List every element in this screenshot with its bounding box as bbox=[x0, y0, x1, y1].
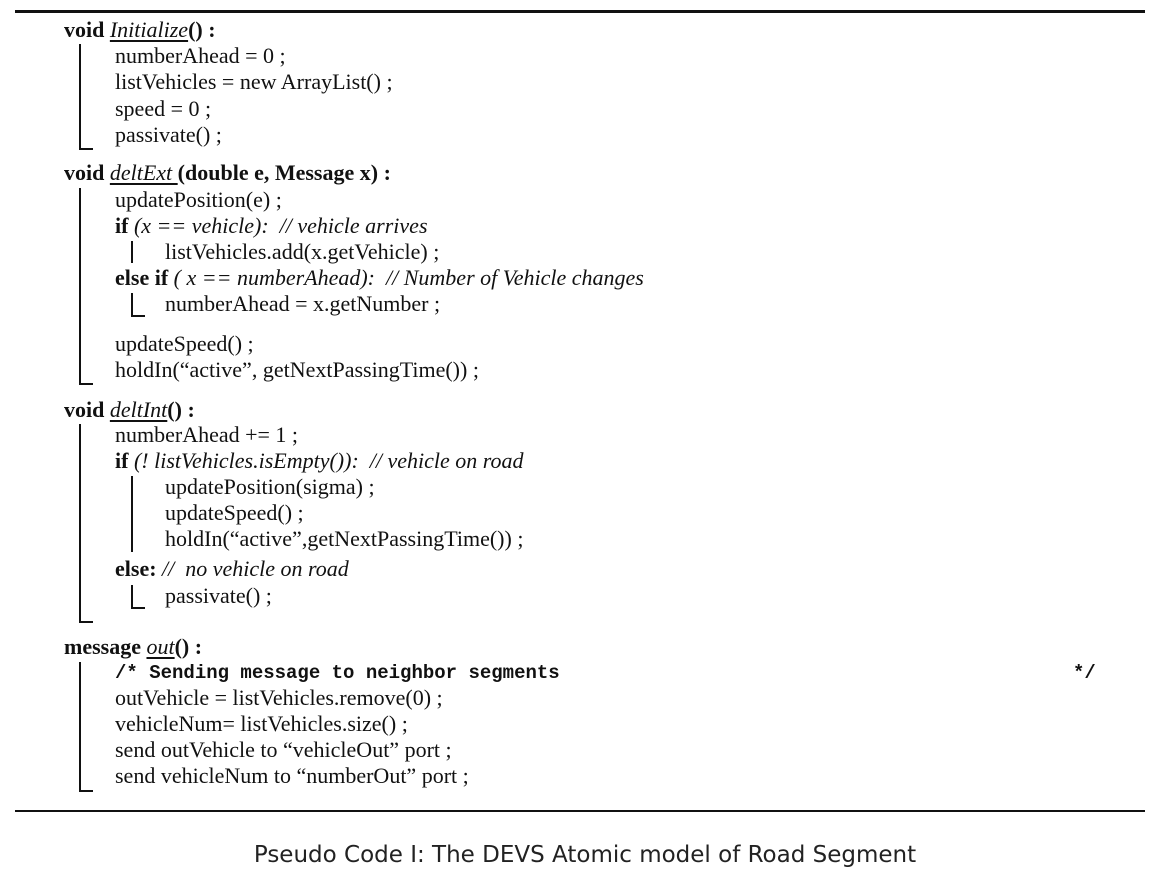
out-signature: message out() : bbox=[64, 634, 202, 660]
deltext-elseif-line: else if ( x == numberAhead): // Number o… bbox=[115, 265, 644, 291]
initialize-line: speed = 0 ; bbox=[115, 96, 212, 121]
deltint-if-body: holdIn(“active”,getNextPassingTime()) ; bbox=[165, 526, 524, 551]
deltint-if-body: updateSpeed() ; bbox=[165, 500, 304, 525]
initialize-bracket bbox=[79, 44, 81, 150]
elseif-comment: // Number of Vehicle changes bbox=[375, 265, 644, 290]
deltint-return-type: void bbox=[64, 397, 110, 422]
out-comment-start: /* Sending message to neighbor segments bbox=[115, 662, 560, 684]
initialize-line: numberAhead = 0 ; bbox=[115, 43, 286, 68]
initialize-params: () : bbox=[188, 17, 216, 42]
deltext-if-line: if (x == vehicle): // vehicle arrives bbox=[115, 213, 428, 239]
deltint-name: deltInt bbox=[109, 397, 168, 422]
deltext-return-type: void bbox=[64, 160, 110, 185]
deltint-signature: void deltInt() : bbox=[64, 397, 195, 423]
out-return-type: message bbox=[64, 634, 147, 659]
deltext-elseif-bracket bbox=[131, 293, 133, 317]
initialize-bracket-foot bbox=[79, 148, 93, 150]
top-rule bbox=[15, 10, 1145, 13]
deltext-bracket-foot bbox=[79, 383, 93, 385]
deltext-line: updatePosition(e) ; bbox=[115, 187, 282, 212]
deltint-else-bracket-foot bbox=[131, 607, 145, 609]
out-bracket bbox=[79, 662, 81, 792]
out-line: vehicleNum= listVehicles.size() ; bbox=[115, 711, 408, 736]
deltext-if-bracket bbox=[131, 241, 133, 263]
out-line: outVehicle = listVehicles.remove(0) ; bbox=[115, 685, 443, 710]
deltext-if-body: listVehicles.add(x.getVehicle) ; bbox=[165, 239, 440, 264]
deltext-name: deltExt bbox=[109, 160, 178, 185]
if-keyword: if bbox=[115, 213, 129, 238]
initialize-return-type: void bbox=[64, 17, 110, 42]
if-comment: // vehicle on road bbox=[358, 448, 524, 473]
deltint-params: () : bbox=[167, 397, 195, 422]
deltint-else-body: passivate() ; bbox=[165, 583, 272, 608]
figure-caption: Pseudo Code I: The DEVS Atomic model of … bbox=[253, 842, 917, 868]
deltint-else-bracket bbox=[131, 585, 133, 609]
deltext-line: holdIn(“active”, getNextPassingTime()) ; bbox=[115, 357, 479, 382]
deltext-line: updateSpeed() ; bbox=[115, 331, 254, 356]
elseif-condition: ( x == numberAhead): bbox=[168, 265, 376, 290]
bottom-rule bbox=[15, 810, 1145, 812]
out-line: send vehicleNum to “numberOut” port ; bbox=[115, 763, 469, 788]
elseif-keyword: else if bbox=[115, 265, 169, 290]
deltext-signature: void deltExt (double e, Message x) : bbox=[64, 160, 391, 186]
deltext-elseif-body: numberAhead = x.getNumber ; bbox=[165, 291, 441, 316]
out-comment-end: */ bbox=[1073, 662, 1096, 684]
else-comment: // no vehicle on road bbox=[156, 556, 349, 581]
initialize-signature: void Initialize() : bbox=[64, 17, 216, 43]
if-condition: (x == vehicle): bbox=[128, 213, 269, 238]
deltint-if-bracket bbox=[131, 476, 133, 552]
initialize-name: Initialize bbox=[109, 17, 189, 42]
out-line: send outVehicle to “vehicleOut” port ; bbox=[115, 737, 452, 762]
deltext-elseif-bracket-foot bbox=[131, 315, 145, 317]
initialize-line: listVehicles = new ArrayList() ; bbox=[115, 69, 393, 94]
deltext-bracket bbox=[79, 188, 81, 385]
deltint-else-line: else: // no vehicle on road bbox=[115, 556, 349, 582]
deltint-if-line: if (! listVehicles.isEmpty()): // vehicl… bbox=[115, 448, 524, 474]
out-bracket-foot bbox=[79, 790, 93, 792]
if-keyword: if bbox=[115, 448, 129, 473]
deltint-if-body: updatePosition(sigma) ; bbox=[165, 474, 375, 499]
deltint-bracket-foot bbox=[79, 621, 93, 623]
deltint-bracket bbox=[79, 424, 81, 623]
deltint-line: numberAhead += 1 ; bbox=[115, 422, 299, 447]
out-params: () : bbox=[174, 634, 203, 659]
initialize-line: passivate() ; bbox=[115, 122, 222, 147]
out-name: out bbox=[146, 634, 175, 659]
deltext-params: (double e, Message x) : bbox=[177, 160, 391, 185]
if-condition: (! listVehicles.isEmpty()): bbox=[128, 448, 359, 473]
if-comment: // vehicle arrives bbox=[268, 213, 428, 238]
else-keyword: else: bbox=[115, 556, 157, 581]
